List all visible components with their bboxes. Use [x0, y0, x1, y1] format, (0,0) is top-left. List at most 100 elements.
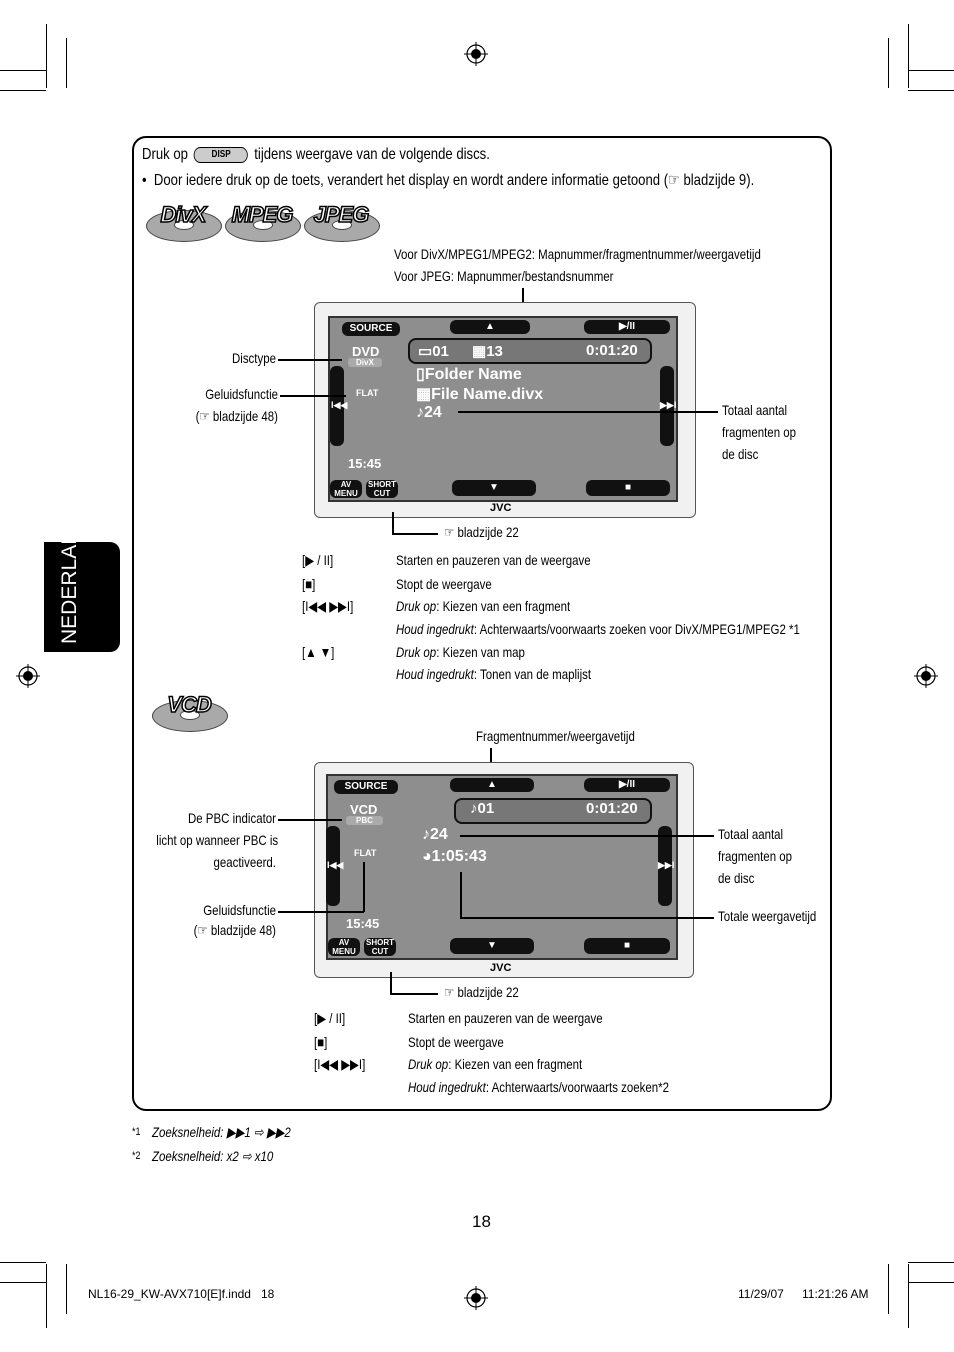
- registration-mark-icon: [914, 664, 938, 688]
- folder-icon: ▭: [418, 343, 433, 360]
- label-geluid2: Geluidsfunctie: [203, 902, 276, 918]
- play-pause-button[interactable]: ▶/II: [584, 320, 670, 334]
- desc-updown-hold: Houd ingedrukt: Tonen van de maplijst: [396, 666, 592, 682]
- stop-button[interactable]: ■: [584, 938, 670, 954]
- disc-sub: PBC: [346, 816, 383, 825]
- crop-mark: [908, 1282, 954, 1283]
- crop-mark: [908, 70, 954, 71]
- device-dvd: SOURCE ▲ ▶/II DVD DivX ▭01 ▦13 0:01:20 F…: [314, 302, 696, 518]
- film-icon: ▦: [416, 386, 432, 403]
- label-totaal2-3: de disc: [718, 870, 755, 886]
- key-play-pause: [▶ / II]: [314, 1010, 346, 1026]
- time-bar: [454, 798, 652, 824]
- disc-divx-label: DivX: [160, 201, 207, 228]
- crop-mark: [0, 90, 46, 91]
- down-button[interactable]: ▼: [452, 480, 536, 496]
- file-name: ▦File Name.divx: [416, 386, 544, 403]
- sound-mode: FLAT: [354, 848, 377, 858]
- desc-stop: Stopt de weergave: [408, 1034, 504, 1050]
- label-geluid2-ref: (☞ bladzijde 48): [193, 922, 276, 938]
- source-button[interactable]: SOURCE: [342, 322, 400, 336]
- footnote-mark: *1: [132, 1126, 141, 1138]
- intro-bullet-text: Door iedere druk op de toets, verandert …: [153, 172, 755, 189]
- key-stop: [■]: [314, 1034, 328, 1050]
- language-tab-label: NEDERLANDS: [58, 500, 81, 644]
- prev-button[interactable]: I◀◀: [330, 366, 348, 446]
- callout-line: [390, 993, 438, 995]
- crop-mark: [66, 1264, 67, 1314]
- intro-line: Druk op DISP tijdens weergave van de vol…: [142, 146, 490, 164]
- disc-vcd-label: VCD: [167, 691, 213, 718]
- desc-play-pause: Starten en pauzeren van de weergave: [396, 552, 591, 568]
- page-number: 18: [472, 1212, 491, 1231]
- crop-mark: [0, 1262, 46, 1263]
- disc-sub: DivX: [348, 358, 382, 367]
- next-button[interactable]: ▶▶I: [658, 826, 675, 906]
- footer-file: NL16-29_KW-AVX710[E]f.indd 18: [88, 1287, 275, 1301]
- intro-prefix: Druk op: [142, 146, 188, 163]
- disc-jpeg-icon: JPEG: [304, 201, 380, 242]
- device-vcd: SOURCE ▲ ▶/II VCD PBC ♪01 0:01:20 FLAT ♪…: [314, 762, 694, 978]
- next-icon: ▶▶I: [660, 400, 677, 410]
- language-tab: NEDERLANDS: [44, 500, 120, 652]
- key-updown: [▲ ▼]: [302, 644, 335, 660]
- desc-stop: Stopt de weergave: [396, 576, 492, 592]
- label-totaal-2: fragmenten op: [722, 424, 797, 440]
- desc-updown: Druk op: Kiezen van map: [396, 644, 525, 660]
- footnote-mark: *2: [132, 1150, 141, 1162]
- play-pause-button[interactable]: ▶/II: [584, 778, 670, 792]
- crop-mark: [888, 1264, 889, 1314]
- crop-mark: [908, 24, 909, 88]
- up-button[interactable]: ▲: [450, 320, 530, 334]
- total-tracks: ♪24: [416, 404, 442, 421]
- play-time: 0:01:20: [586, 342, 638, 359]
- clock: 15:45: [346, 916, 380, 931]
- label-totaal-3: de disc: [722, 446, 759, 462]
- up-icon: ▲: [485, 321, 495, 332]
- stop-icon: ■: [623, 940, 631, 951]
- desc-skip-hold: Houd ingedrukt: Achterwaarts/voorwaarts …: [408, 1079, 670, 1095]
- total-tracks: ♪24: [422, 826, 448, 843]
- down-icon: ▼: [489, 482, 499, 493]
- stop-button[interactable]: ■: [586, 480, 670, 496]
- label-totaal2-2: fragmenten op: [718, 848, 793, 864]
- time-bar: [408, 338, 652, 364]
- brand-logo: JVC: [490, 502, 512, 514]
- disp-key: DISP: [194, 146, 249, 163]
- source-button[interactable]: SOURCE: [334, 780, 398, 794]
- next-icon: ▶▶I: [658, 860, 675, 870]
- label-geluid: Geluidsfunctie: [205, 386, 278, 402]
- crop-mark: [908, 1262, 954, 1263]
- label-pbc-3: geactiveerd.: [213, 854, 276, 870]
- prev-icon: I◀◀: [327, 860, 344, 870]
- desc-skip: Druk op: Kiezen van een fragment: [396, 598, 571, 614]
- label-totale: Totale weergavetijd: [718, 908, 817, 924]
- crop-mark: [46, 24, 47, 88]
- prev-icon: I◀◀: [331, 400, 348, 410]
- up-button[interactable]: ▲: [450, 778, 534, 792]
- footer-date: 11/29/07: [738, 1287, 784, 1301]
- crop-mark: [0, 1282, 46, 1283]
- callout-line: [392, 512, 394, 534]
- next-button[interactable]: ▶▶I: [660, 366, 677, 446]
- callout-line: [460, 835, 714, 837]
- crop-mark: [46, 1264, 47, 1328]
- callout-line: [460, 872, 462, 918]
- key-skip: [I◀◀ ▶▶I]: [314, 1056, 366, 1072]
- down-button[interactable]: ▼: [450, 938, 534, 954]
- track-number: ▦13: [472, 343, 503, 360]
- key-play-pause: [▶ / II]: [302, 552, 334, 568]
- footnote-text: Zoeksnelheid: ▶▶1 ⇨ ▶▶2: [152, 1124, 291, 1140]
- prev-button[interactable]: I◀◀: [326, 826, 344, 906]
- folder-number: ▭01: [418, 343, 449, 360]
- footer-time: 11:21:26 AM: [802, 1287, 869, 1301]
- callout-line: [363, 862, 365, 912]
- clock: 15:45: [348, 456, 382, 471]
- label-ref-22-b: ☞ bladzijde 22: [444, 984, 519, 1000]
- disc-mpeg-icon: MPEG: [225, 201, 301, 242]
- content-box: [132, 136, 832, 1111]
